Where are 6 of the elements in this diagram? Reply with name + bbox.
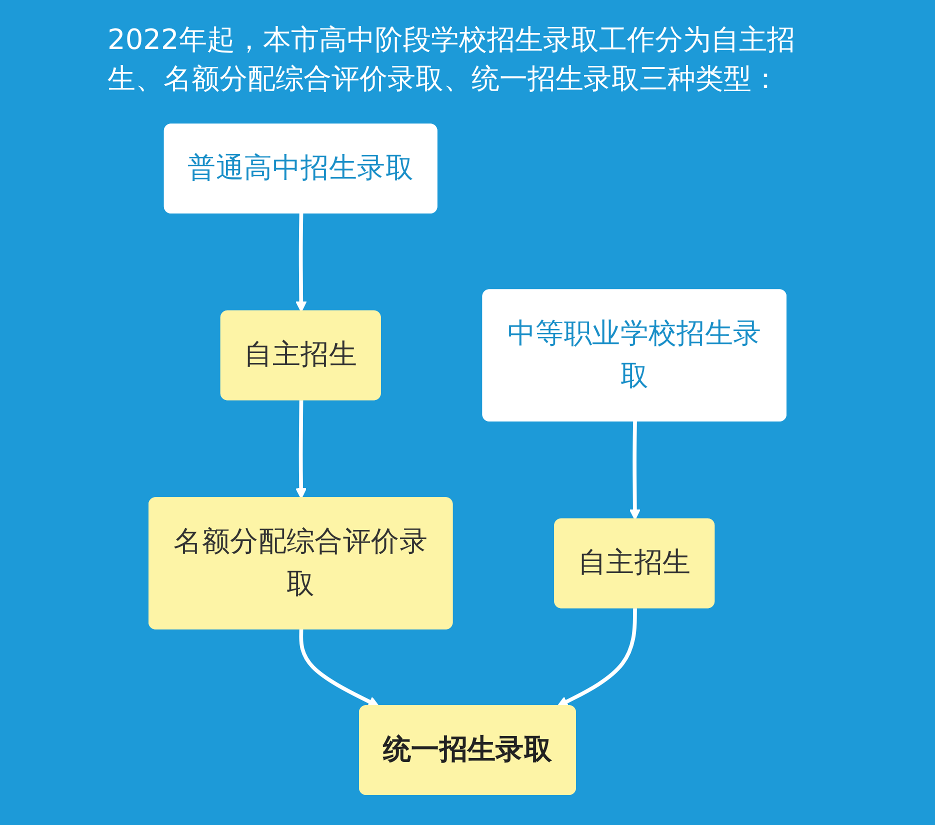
arrow xyxy=(556,608,637,708)
arrow xyxy=(296,214,307,313)
heading: 2022年起，本市高中阶段学校招生录取工作分为自主招生、名额分配综合评价录取、统一招生录取三种类型： xyxy=(108,22,796,98)
arrow xyxy=(295,400,307,500)
arrow xyxy=(299,630,380,708)
arrow xyxy=(629,422,641,521)
